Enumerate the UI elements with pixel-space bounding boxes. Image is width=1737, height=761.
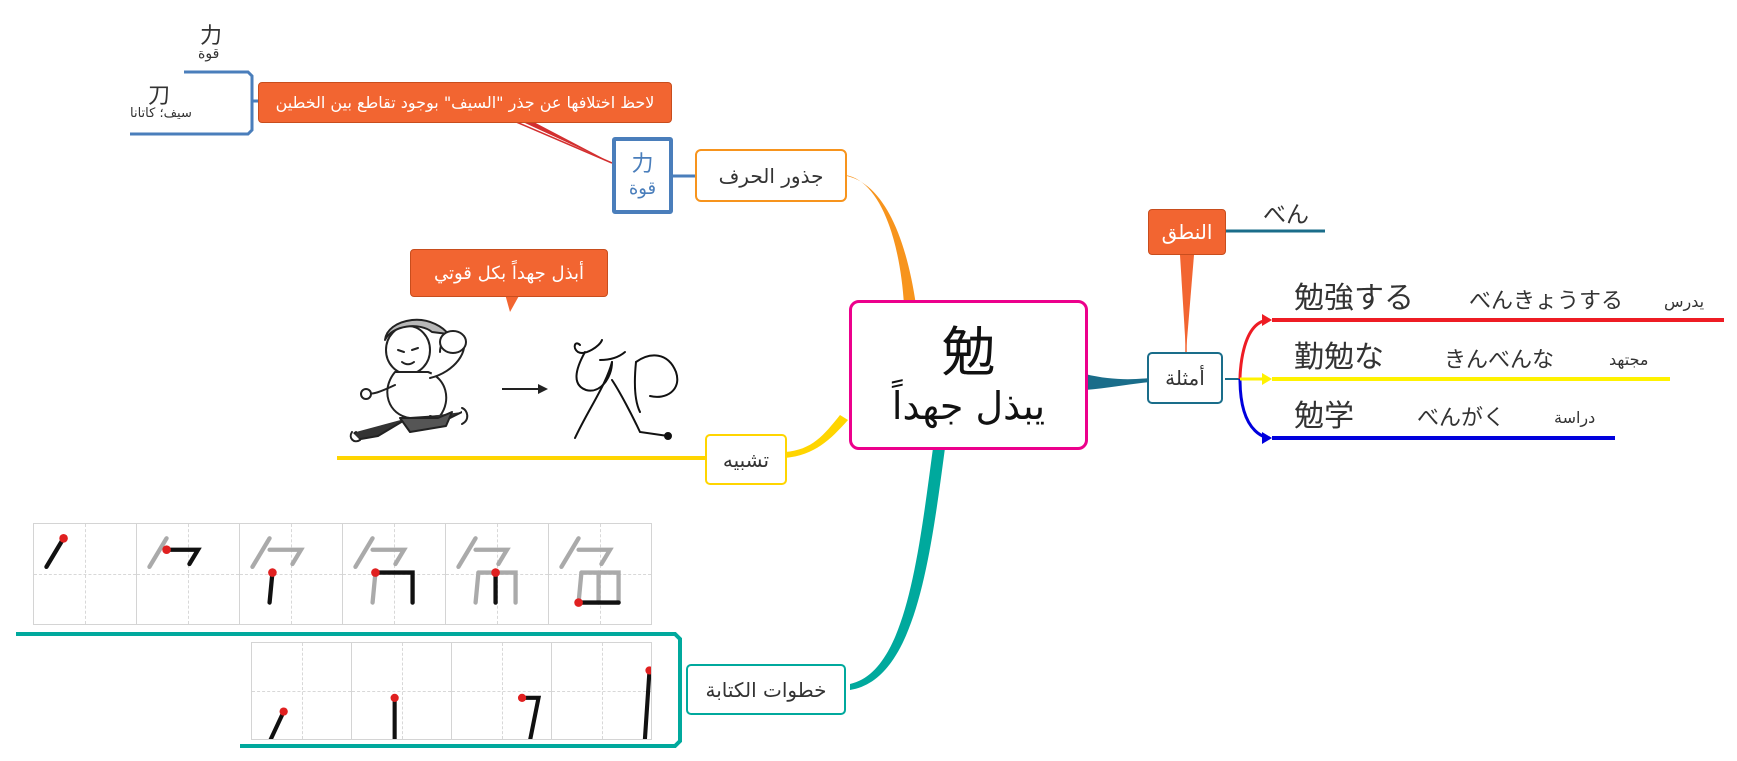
stroke-start-dot [59, 534, 68, 543]
runner-illustration [349, 318, 469, 443]
stroke-start-dot [645, 666, 651, 675]
example-word-2: 勤勉な [1294, 340, 1384, 375]
stroke-step-glyph [353, 536, 415, 605]
arrow-1 [1262, 314, 1272, 326]
radicals-branch [840, 175, 916, 305]
radical-box[interactable]: 力 قوة [612, 137, 673, 214]
stroke-step-cell [445, 523, 549, 625]
radical-note-callout: لاحظ اختلافها عن جذر "السيف" بوجود تقاطع… [258, 82, 672, 123]
analogy-branch [785, 415, 848, 458]
stroke-step-cell [342, 523, 446, 625]
examples-branch [1085, 374, 1150, 390]
radical-kanji: 力 [631, 152, 654, 177]
stroke-start-dot [279, 707, 288, 716]
arrow-3 [1262, 432, 1272, 444]
compare-meaning-1: قوة [198, 46, 220, 62]
arrow-2 [1262, 373, 1272, 385]
compare-kanji-2: 刀 [148, 84, 171, 109]
stroke-step-glyph [250, 536, 305, 605]
stroke-start-dot [371, 568, 380, 577]
branch-label-examples: أمثلة [1165, 366, 1205, 390]
central-topic[interactable]: 勉 يبذل جهداً [849, 300, 1088, 450]
example-word-3: 勉学 [1294, 399, 1354, 434]
stroke-bracket [16, 632, 682, 748]
central-kanji: 勉 [941, 321, 996, 384]
branch-node-examples[interactable]: أمثلة [1147, 352, 1223, 404]
stroke-step-cell [551, 642, 652, 740]
example-kana-3: べんがく [1417, 406, 1506, 431]
central-meaning: يبذل جهداً [891, 384, 1046, 428]
compare-kanji-1: 力 [200, 24, 223, 49]
stroke-step-glyph [44, 534, 68, 569]
reading-callout-pointer [1180, 255, 1194, 352]
analogy-speech-callout: أبذل جهداً بكل قوتي [410, 249, 608, 297]
stroke-branch [850, 448, 945, 690]
stroke-start-dot [268, 568, 277, 577]
stroke-step-glyph [268, 707, 288, 739]
branch-label-radicals: جذور الحرف [718, 163, 824, 188]
branch-label-stroke-order: خطوات الكتابة [705, 677, 827, 702]
stroke-step-glyph [642, 666, 651, 739]
stroke-start-dot [162, 545, 171, 554]
compare-bracket [130, 70, 254, 136]
branch-node-analogy[interactable]: تشبيه [705, 434, 787, 485]
stroke-step-glyph [456, 536, 518, 605]
branch-node-stroke-order[interactable]: خطوات الكتابة [686, 664, 846, 715]
analogy-speech-text: أبذل جهداً بكل قوتي [433, 262, 585, 284]
branch-label-analogy: تشبيه [722, 447, 770, 472]
example-curve-3 [1238, 378, 1271, 440]
example-meaning-1: يدرس [1664, 292, 1705, 311]
example-meaning-2: مجتهد [1609, 350, 1649, 369]
reading-callout: النطق [1148, 209, 1226, 255]
example-kana-2: きんべんな [1444, 348, 1555, 373]
example-kana-1: べんきょうする [1469, 289, 1624, 314]
stroke-step-glyph [390, 693, 399, 739]
branch-node-radicals[interactable]: جذور الحرف [695, 149, 847, 202]
stroke-step-cell [136, 523, 240, 625]
stroke-step-cell [548, 523, 652, 625]
stroke-start-dot [517, 693, 527, 702]
stroke-step-glyph [559, 536, 621, 607]
stroke-step-cell [351, 642, 452, 740]
stylized-kanji-drawing [573, 339, 679, 440]
stroke-step-cell [451, 642, 552, 740]
reading-kana: べん [1263, 202, 1309, 228]
analogy-arrow-head [538, 384, 548, 394]
note-leader [513, 120, 613, 164]
stroke-start-dot [491, 568, 500, 577]
stroke-step-cell [239, 523, 343, 625]
radical-meaning: قوة [628, 178, 657, 199]
radical-note-text: لاحظ اختلافها عن جذر "السيف" بوجود تقاطع… [275, 93, 655, 112]
stroke-step-cell [33, 523, 137, 625]
speech-tail [505, 294, 520, 312]
stroke-step-glyph [147, 536, 202, 569]
note-pointer [514, 118, 612, 163]
stroke-step-glyph [517, 693, 542, 739]
stroke-start-dot [574, 598, 583, 607]
example-word-1: 勉強する [1294, 281, 1414, 316]
stroke-start-dot [390, 693, 399, 702]
compare-meaning-2: سيف؛ كاتانا [130, 106, 192, 121]
example-meaning-3: دراسة [1554, 408, 1596, 427]
stroke-step-cell [251, 642, 352, 740]
example-curve-1 [1238, 318, 1271, 380]
reading-label: النطق [1161, 220, 1213, 244]
